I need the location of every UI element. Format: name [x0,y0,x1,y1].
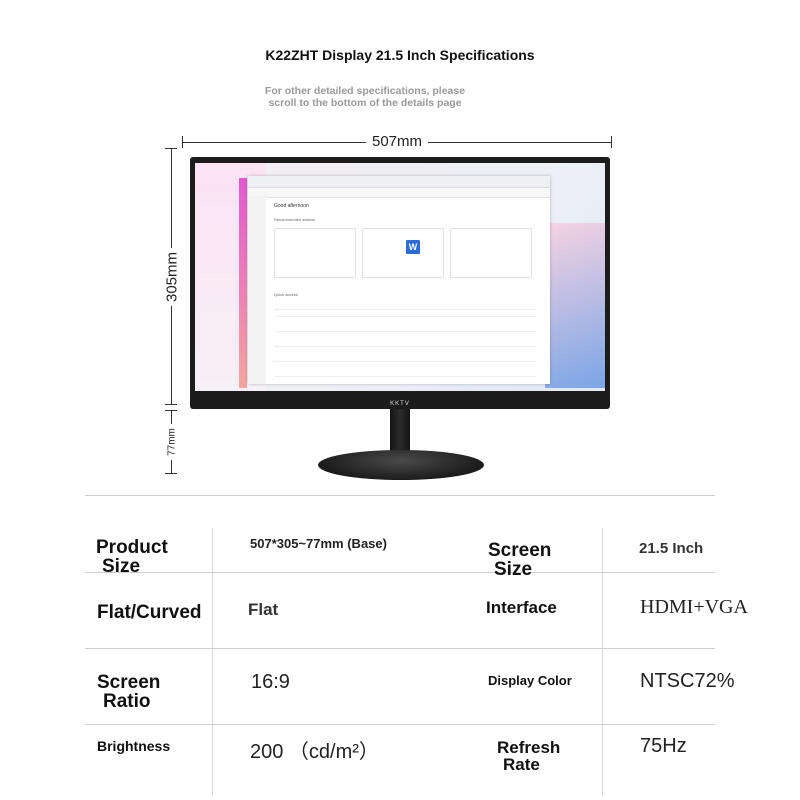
interface-label: Interface [486,598,557,617]
page-title: K22ZHT Display 21.5 Inch Specifications [265,47,535,63]
monitor-stand-neck [390,409,410,455]
brightness-value: 200 （cd/m²） [250,741,379,763]
product-size-value: 507*305~77mm (Base) [250,536,387,551]
subtitle-line-2: scroll to the bottom of the details page [268,97,462,109]
width-dimension-label: 507mm [365,133,429,150]
monitor-illustration: Good afternoon Recommended actions W Qui… [190,157,610,409]
display-color-label: Display Color [488,673,572,688]
screen-size-label: Screen Size [488,540,552,580]
word-icon: W [406,240,420,254]
app-window: Good afternoon Recommended actions W Qui… [248,176,550,384]
screen-ratio-value: 16:9 [251,671,290,693]
screen-quick-access-heading: Quick access [274,292,298,297]
table-column-divider [602,528,603,796]
refresh-rate-value: 75Hz [640,735,687,757]
display-color-value: NTSC72% [640,670,735,692]
flat-curved-label: Flat/Curved [97,602,202,623]
product-size-label: Product Size [96,537,168,577]
page-subtitle: For other detailed specifications, pleas… [200,85,530,109]
base-dimension: 77mm [162,410,182,474]
table-row-divider [85,724,715,725]
screen-greeting: Good afternoon [274,203,309,209]
monitor-screen: Good afternoon Recommended actions W Qui… [195,163,605,391]
brightness-label: Brightness [97,738,171,754]
monitor-brand-logo: KKTV [390,401,410,407]
base-dimension-label: 77mm [166,424,178,460]
table-row-divider [85,572,715,573]
height-dimension: 305mm [162,148,182,405]
table-column-divider [212,528,213,796]
monitor-stand-base [318,450,484,480]
height-dimension-label: 305mm [163,247,181,306]
subtitle-line-1: For other detailed specifications, pleas… [264,85,466,97]
width-dimension: 507mm [182,133,612,151]
screen-size-value: 21.5 Inch [639,540,704,557]
screen-ratio-label: Screen Ratio [97,672,161,712]
interface-value: HDMI+VGA [640,596,748,618]
flat-curved-value: Flat [248,600,279,619]
table-row-divider [85,648,715,649]
refresh-rate-label: Refresh Rate [497,738,561,774]
screen-recommended-heading: Recommended actions [274,217,315,222]
table-top-rule [85,495,715,496]
